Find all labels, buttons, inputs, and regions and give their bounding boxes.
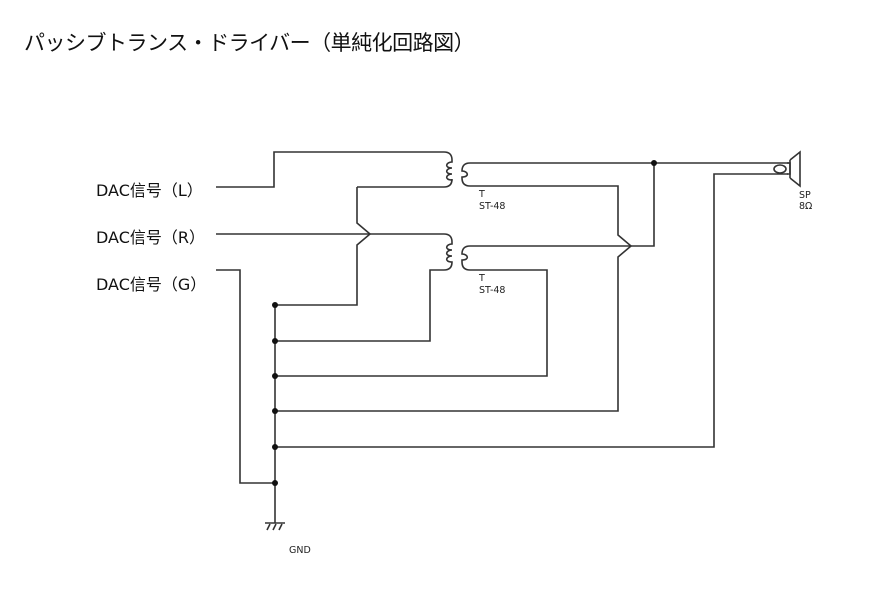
transformer-2-secondary-coil — [461, 245, 471, 271]
input-label-left: DAC信号（L） — [96, 181, 203, 200]
ground-label: GND — [289, 545, 311, 556]
wire-right-input — [216, 233, 453, 243]
junction-dot — [272, 444, 278, 450]
wire-transformer-1-return — [275, 187, 372, 306]
transformer-1-model: ST-48 — [479, 201, 506, 212]
junction-dot — [272, 338, 278, 344]
transformer-1-ref: T — [479, 189, 485, 200]
junction-dot — [272, 373, 278, 379]
junction-dot — [651, 160, 657, 166]
diagram-title: パッシブトランス・ドライバー（単純化回路図） — [24, 31, 475, 55]
input-label-ground: DAC信号（G） — [96, 275, 207, 294]
ground-icon — [265, 522, 285, 531]
wire-ground-input — [216, 269, 275, 484]
wire-transformer-1-secondary-bottom — [275, 185, 633, 412]
transformer-2-ref: T — [479, 273, 485, 284]
transformer-2-primary-coil — [275, 242, 453, 342]
wire-transformer-2-secondary-bottom — [275, 269, 548, 377]
junction-dot — [272, 302, 278, 308]
wire-left-input — [216, 151, 453, 188]
junction-dot — [272, 408, 278, 414]
speaker-icon — [773, 150, 801, 188]
speaker-impedance: 8Ω — [799, 201, 813, 212]
speaker-ref: SP — [799, 190, 811, 201]
junction-dot — [272, 480, 278, 486]
transformer-2-model: ST-48 — [479, 285, 506, 296]
wire-transformer-2-secondary-top — [470, 163, 655, 247]
transformer-1-primary-coil — [357, 160, 453, 188]
input-label-right: DAC信号（R） — [96, 228, 205, 247]
wire-speaker-return — [275, 173, 788, 448]
transformer-1-secondary-coil — [461, 162, 471, 187]
